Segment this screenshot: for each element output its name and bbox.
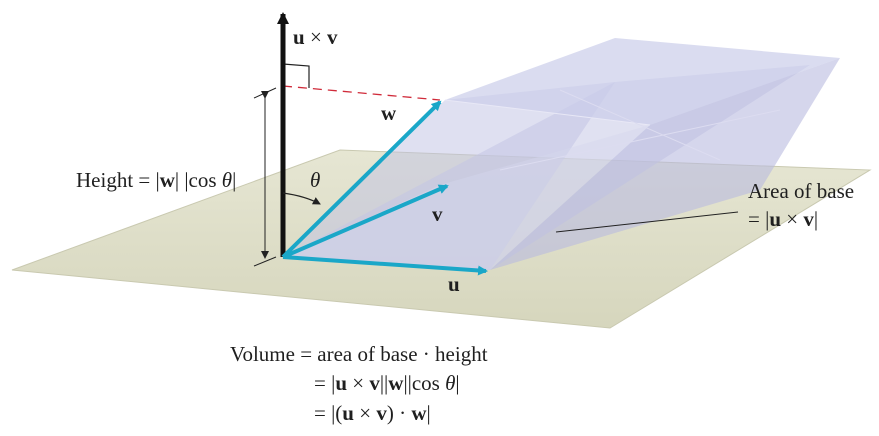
- w-vector-arrow: [281, 100, 442, 259]
- volume-line1: Volume = area of base · height: [230, 342, 488, 366]
- volume-line3: = |(u × v) · w|: [314, 401, 431, 425]
- height-dimension-line: [253, 87, 277, 267]
- height-label: Height = |w| |cos θ|: [76, 168, 236, 192]
- u-label: u: [448, 272, 460, 296]
- volume-line2: = |u × v||w||cos θ|: [314, 371, 460, 395]
- v-label: v: [432, 202, 443, 226]
- theta-label: θ: [310, 168, 320, 192]
- area-label-line2: = |u × v|: [748, 207, 818, 231]
- area-leader-line: [555, 211, 739, 233]
- right-angle-marker: [282, 63, 310, 88]
- area-label-line1: Area of base: [748, 179, 854, 203]
- w-label: w: [381, 101, 397, 125]
- v-vector-arrow: [282, 184, 449, 259]
- u-vector-arrow: [282, 255, 488, 276]
- theta-arc: [282, 192, 321, 205]
- height-projection-line: [282, 85, 441, 101]
- cross-product-label: u × v: [293, 25, 338, 49]
